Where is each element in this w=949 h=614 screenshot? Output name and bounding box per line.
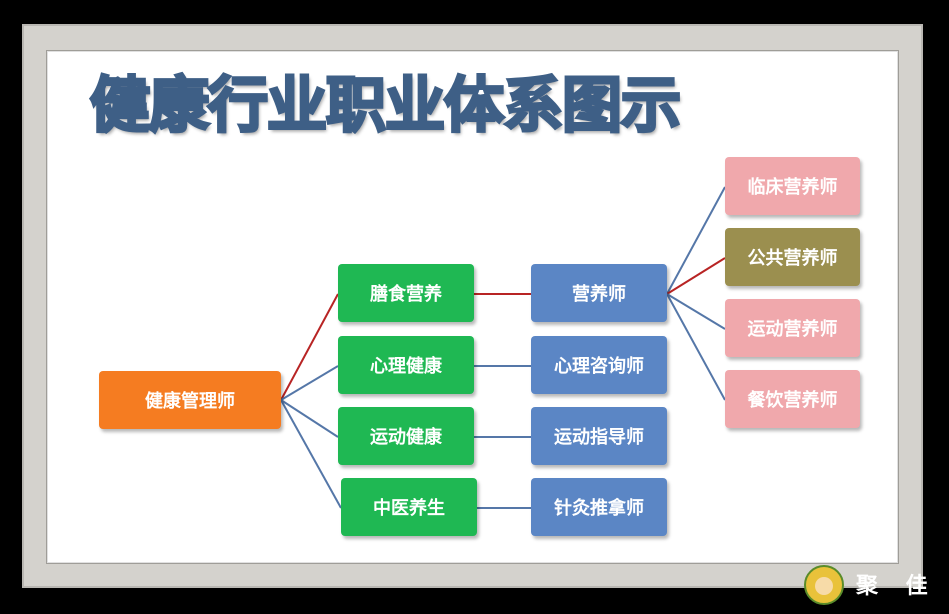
node-root: 健康管理师 <box>99 371 281 429</box>
connector-l2-l3-1 <box>666 186 726 295</box>
connector-root-l1-2 <box>280 365 339 401</box>
node-level2-4: 针灸推拿师 <box>531 478 667 536</box>
node-level2-1: 营养师 <box>531 264 667 322</box>
node-level1-3: 运动健康 <box>338 407 474 465</box>
watermark-text: 聚 佳 一 <box>856 573 949 599</box>
node-level3-2: 公共营养师 <box>725 228 860 286</box>
diagram-title: 健康行业职业体系图示 <box>89 70 683 143</box>
node-level2-3: 运动指导师 <box>531 407 667 465</box>
node-level3-4: 餐饮营养师 <box>725 370 860 428</box>
connector-l2-l3-3 <box>666 293 726 330</box>
connector-root-l1-4 <box>280 399 342 509</box>
node-level1-4: 中医养生 <box>341 478 477 536</box>
node-level3-1: 临床营养师 <box>725 157 860 215</box>
watermark-logo <box>804 565 844 605</box>
node-level1-2: 心理健康 <box>338 336 474 394</box>
logo-face-icon <box>815 577 833 595</box>
node-level2-2: 心理咨询师 <box>531 336 667 394</box>
node-level3-3: 运动营养师 <box>725 299 860 357</box>
connector-root-l1-3 <box>280 399 339 438</box>
connector-l2-l3-2 <box>666 257 726 295</box>
connector-root-l1-1 <box>280 293 339 401</box>
node-level1-1: 膳食营养 <box>338 264 474 322</box>
connector-l2-l3-4 <box>666 293 726 401</box>
